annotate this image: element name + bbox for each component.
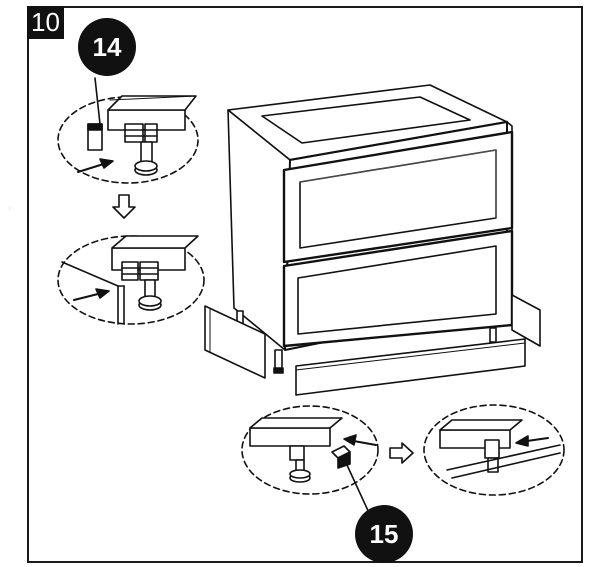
lower-drawer-panel [297, 245, 497, 335]
detail-kick-attach [57, 235, 205, 325]
detail-clip-insert [241, 405, 379, 516]
right-arrow [389, 442, 414, 464]
detail-clip-installed [423, 404, 565, 496]
cabinet-top-opening [261, 96, 471, 144]
toe-kick-right-panel [511, 294, 541, 347]
instruction-frame [27, 6, 583, 563]
base-cabinet [227, 84, 514, 374]
down-arrow [112, 194, 136, 219]
step-number-badge: 10 [27, 6, 64, 39]
clipped-margin-text: e [0, 198, 11, 218]
toe-kick-front-panel [295, 338, 526, 396]
toe-kick-left-panel [204, 305, 266, 379]
detail-clip-attach [57, 77, 199, 184]
part-callout-15: 15 [355, 505, 413, 563]
part-callout-14: 14 [78, 18, 136, 76]
